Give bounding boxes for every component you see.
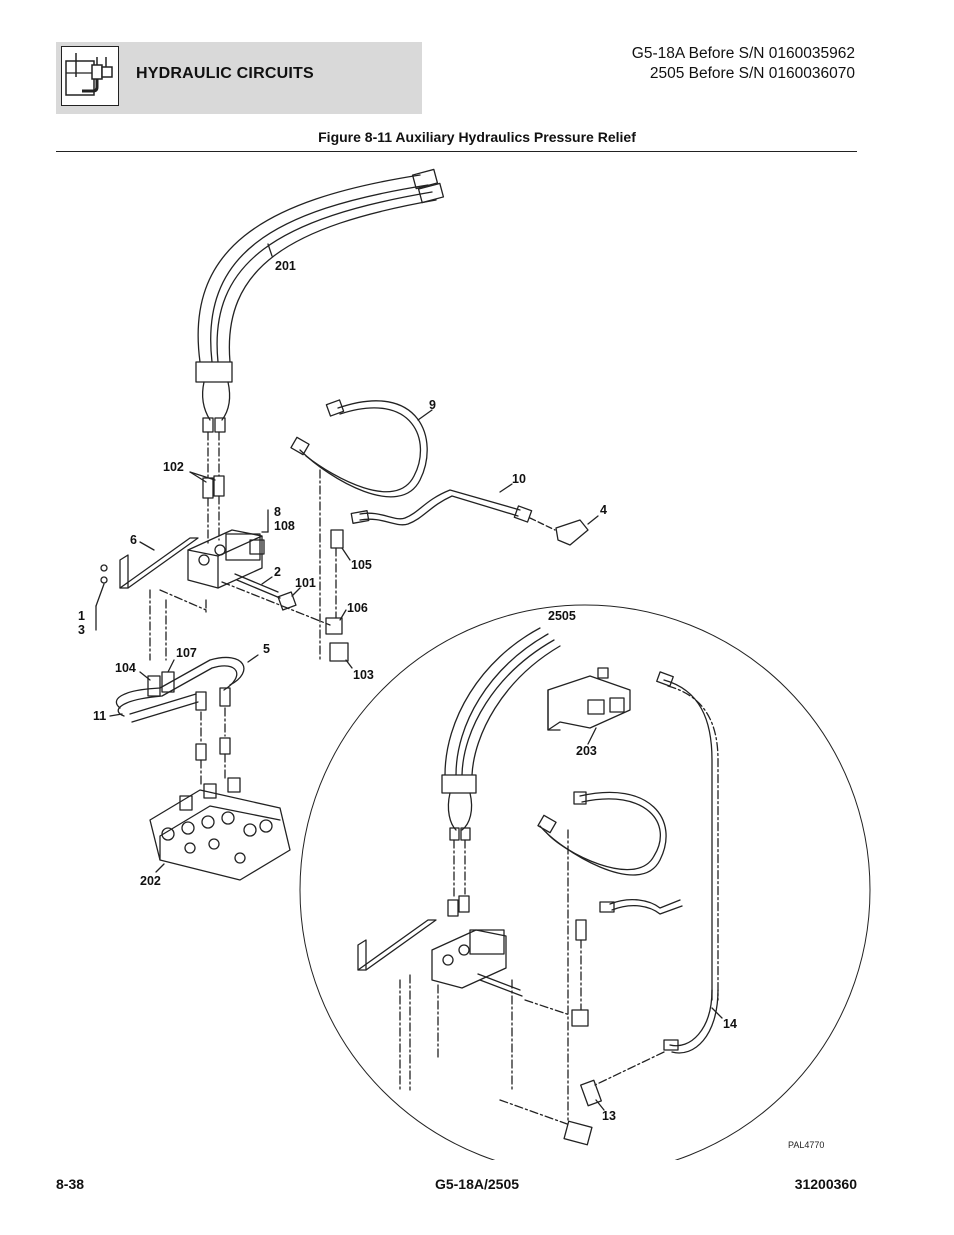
callout-101: 101 xyxy=(295,576,316,590)
callout-9: 9 xyxy=(429,398,436,412)
callout-1: 1 xyxy=(78,609,85,623)
callout-106: 106 xyxy=(347,601,368,615)
model-line-2: 2505 Before S/N 0160036070 xyxy=(649,65,855,82)
model-line-1: G5-18A Before S/N 0160035962 xyxy=(631,45,855,62)
callout-6: 6 xyxy=(130,533,137,547)
callout-108: 108 xyxy=(274,519,295,533)
page-number: 8-38 xyxy=(56,1176,85,1192)
callout-104: 104 xyxy=(115,661,136,675)
model-serial-info: G5-18A Before S/N 0160035962 2505 Before… xyxy=(632,44,855,84)
section-title: HYDRAULIC CIRCUITS xyxy=(136,65,314,82)
hydraulic-circuit-icon xyxy=(61,46,119,106)
callout-107: 107 xyxy=(176,646,197,660)
callout-4: 4 xyxy=(600,503,607,517)
callout-201: 201 xyxy=(275,259,296,273)
hydraulic-diagram: 201 9 10 4 102 8 108 6 2 101 105 106 1 3… xyxy=(78,168,871,1160)
callout-11: 11 xyxy=(93,709,106,723)
callout-202: 202 xyxy=(140,874,161,888)
callout-105: 105 xyxy=(351,558,372,572)
callout-2: 2 xyxy=(274,565,281,579)
callout-103: 103 xyxy=(353,668,374,682)
drawing-id: PAL4770 xyxy=(788,1140,824,1150)
figure-title: Figure 8-11 Auxiliary Hydraulics Pressur… xyxy=(318,129,636,145)
callout-2505: 2505 xyxy=(548,609,576,623)
callout-10: 10 xyxy=(512,472,526,486)
footer-model: G5-18A/2505 xyxy=(434,1176,520,1192)
callout-14: 14 xyxy=(723,1017,737,1031)
callout-5: 5 xyxy=(263,642,270,656)
header-rule xyxy=(56,151,857,152)
callout-3: 3 xyxy=(78,623,85,637)
callout-102: 102 xyxy=(163,460,184,474)
callout-8: 8 xyxy=(274,505,281,519)
callout-203: 203 xyxy=(576,744,597,758)
callout-13: 13 xyxy=(602,1109,616,1123)
doc-number: 31200360 xyxy=(794,1176,857,1192)
